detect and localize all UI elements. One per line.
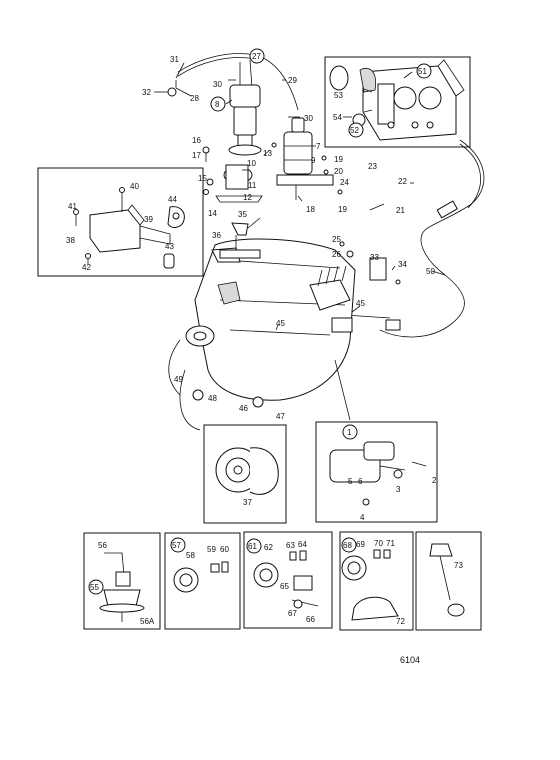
callout-8: 8 (215, 100, 220, 109)
callout-14: 14 (208, 209, 217, 218)
callout-67: 67 (288, 609, 297, 618)
starter-motor-box (315, 421, 438, 523)
callout-35: 35 (238, 210, 247, 219)
callout-62: 62 (264, 543, 273, 552)
callout-15: 15 (198, 174, 207, 183)
callout-51: 51 (418, 67, 427, 76)
callout-1: 1 (347, 428, 352, 437)
callout-30b: 30 (304, 114, 313, 123)
callout-23: 23 (368, 162, 377, 171)
callout-10: 10 (247, 159, 256, 168)
callout-47: 47 (276, 412, 285, 421)
drawing-number: 6104 (400, 655, 420, 665)
callout-55: 55 (90, 583, 99, 592)
callout-37: 37 (243, 498, 252, 507)
callout-41: 41 (68, 202, 77, 211)
callout-31: 31 (170, 55, 179, 64)
callout-30a: 30 (213, 80, 222, 89)
callout-52: 52 (350, 126, 359, 135)
circled-callouts (88, 48, 432, 595)
main-wiring-harness (344, 139, 485, 338)
callout-25: 25 (332, 235, 341, 244)
callout-73: 73 (454, 561, 463, 570)
callout-42: 42 (82, 263, 91, 272)
callout-50: 50 (426, 267, 435, 276)
callout-24: 24 (340, 178, 349, 187)
relay-bracket-box (37, 167, 204, 277)
bottom-box-fuel-sender (415, 531, 482, 631)
callout-72: 72 (396, 617, 405, 626)
callout-3: 3 (396, 485, 401, 494)
callout-60: 60 (220, 545, 229, 554)
callout-18: 18 (306, 205, 315, 214)
instrument-panel (324, 56, 471, 148)
callout-21: 21 (396, 206, 405, 215)
engine-block (168, 222, 401, 431)
callout-56: 56 (98, 541, 107, 550)
callout-29: 29 (288, 76, 297, 85)
callout-45b: 45 (276, 319, 285, 328)
alternator-box (203, 424, 287, 524)
callout-65: 65 (280, 582, 289, 591)
callout-20: 20 (334, 167, 343, 176)
callout-59: 59 (207, 545, 216, 554)
callout-57: 57 (172, 541, 181, 550)
callout-68: 68 (343, 541, 352, 550)
callout-34: 34 (398, 260, 407, 269)
callout-19a: 19 (334, 155, 343, 164)
callout-38: 38 (66, 236, 75, 245)
callout-39: 39 (144, 215, 153, 224)
callout-69: 69 (356, 540, 365, 549)
callout-61: 61 (248, 542, 257, 551)
callout-26: 26 (332, 250, 341, 259)
callout-9: 9 (311, 156, 316, 165)
distributor-assembly (158, 53, 299, 203)
callout-32: 32 (142, 88, 151, 97)
callout-54: 54 (333, 113, 342, 122)
callout-19b: 19 (338, 205, 347, 214)
callout-49: 49 (174, 375, 183, 384)
callout-6: 6 (358, 477, 363, 486)
callout-44: 44 (168, 195, 177, 204)
callout-63: 63 (286, 541, 295, 550)
callout-46: 46 (239, 404, 248, 413)
callout-71: 71 (386, 539, 395, 548)
callout-43: 43 (165, 242, 174, 251)
callout-22: 22 (398, 177, 407, 186)
callout-56a: 56A (140, 617, 155, 626)
callout-40: 40 (130, 182, 139, 191)
part-labels: 1 2 3 4 5 6 7 8 9 10 11 12 13 14 15 16 1… (66, 52, 463, 626)
callout-58: 58 (186, 551, 195, 560)
callout-12: 12 (243, 193, 252, 202)
callout-64: 64 (298, 540, 307, 549)
callout-13: 13 (263, 149, 272, 158)
callout-2: 2 (432, 476, 437, 485)
callout-16: 16 (192, 136, 201, 145)
callout-45a: 45 (356, 299, 365, 308)
callout-28: 28 (190, 94, 199, 103)
callout-11: 11 (248, 181, 257, 190)
callout-5: 5 (348, 477, 353, 486)
callout-53: 53 (334, 91, 343, 100)
callout-48: 48 (208, 394, 217, 403)
callout-4: 4 (360, 513, 365, 522)
callout-17: 17 (192, 151, 201, 160)
ignition-coil (271, 117, 343, 200)
callout-33: 33 (370, 253, 379, 262)
callout-70: 70 (374, 539, 383, 548)
callout-66: 66 (306, 615, 315, 624)
callout-27: 27 (252, 52, 261, 61)
callout-36: 36 (212, 231, 221, 240)
leader-lines (154, 62, 446, 331)
callout-7: 7 (316, 142, 321, 151)
